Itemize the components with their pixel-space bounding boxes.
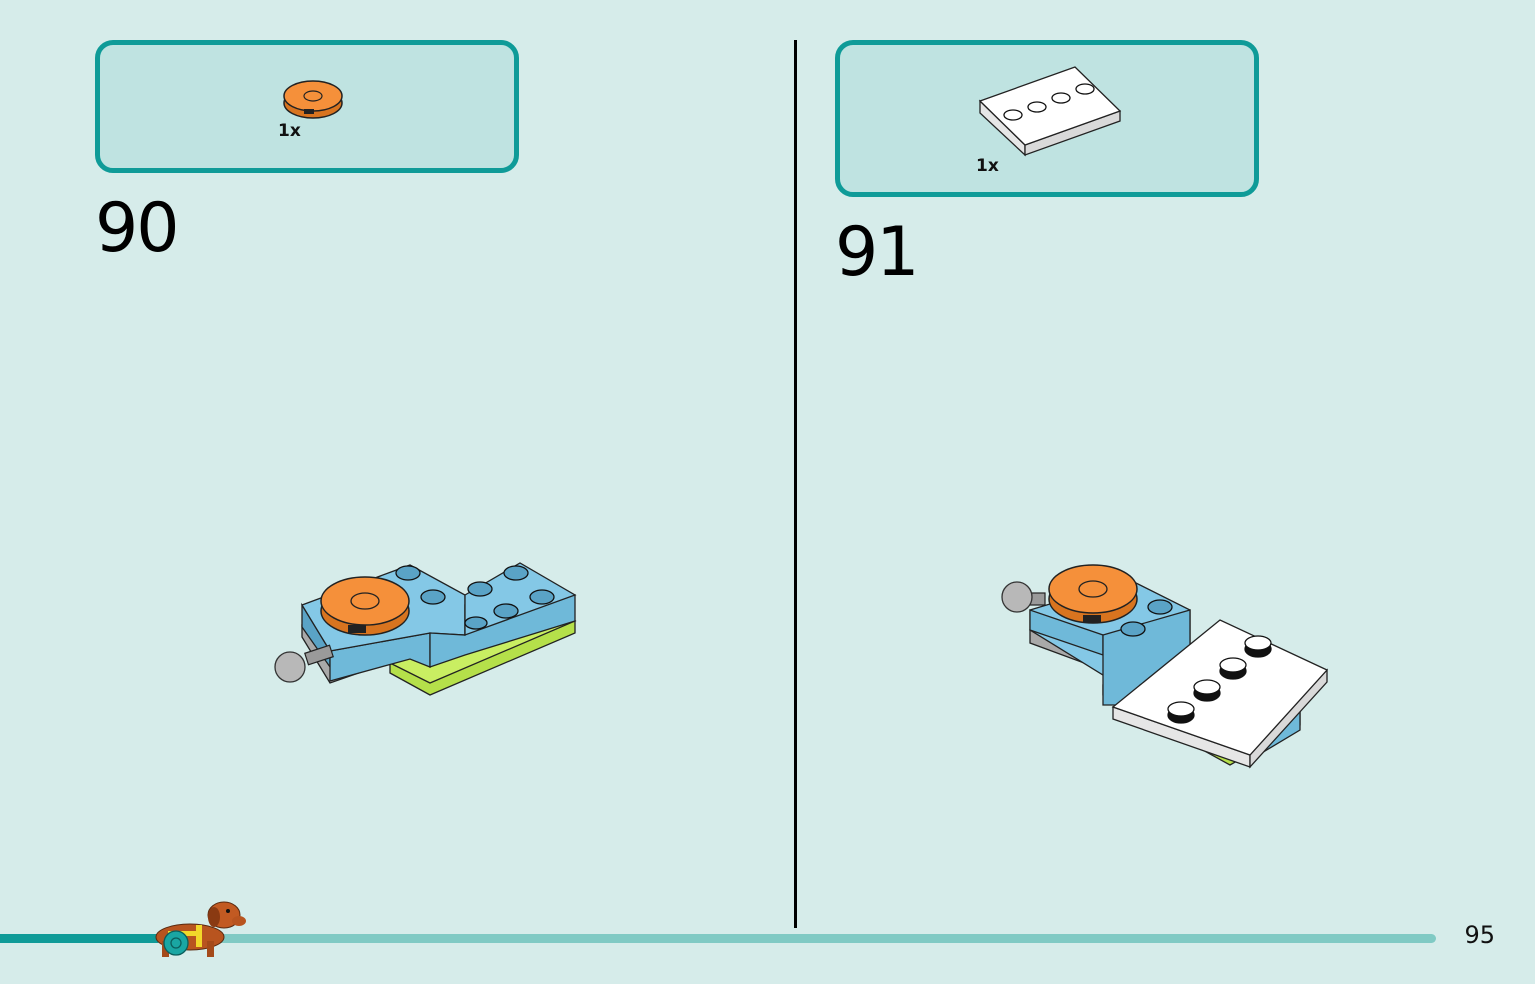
progress-track [0,934,1436,943]
dog-mascot-icon [155,901,246,957]
model-step-91 [1001,564,1329,769]
parts-box-step-91: 1x [835,40,1259,197]
orange-round-tile-icon [283,80,343,119]
white-plate-icon [978,66,1122,157]
part-quantity: 1x [278,121,301,141]
page-number: 95 [1464,921,1495,949]
progress-fill [0,934,158,943]
page-divider [794,40,797,928]
step-number: 90 [95,189,180,268]
step-number: 91 [835,213,920,292]
parts-box-step-90: 1x [95,40,519,173]
part-quantity: 1x [976,156,999,176]
model-step-90 [274,562,577,696]
